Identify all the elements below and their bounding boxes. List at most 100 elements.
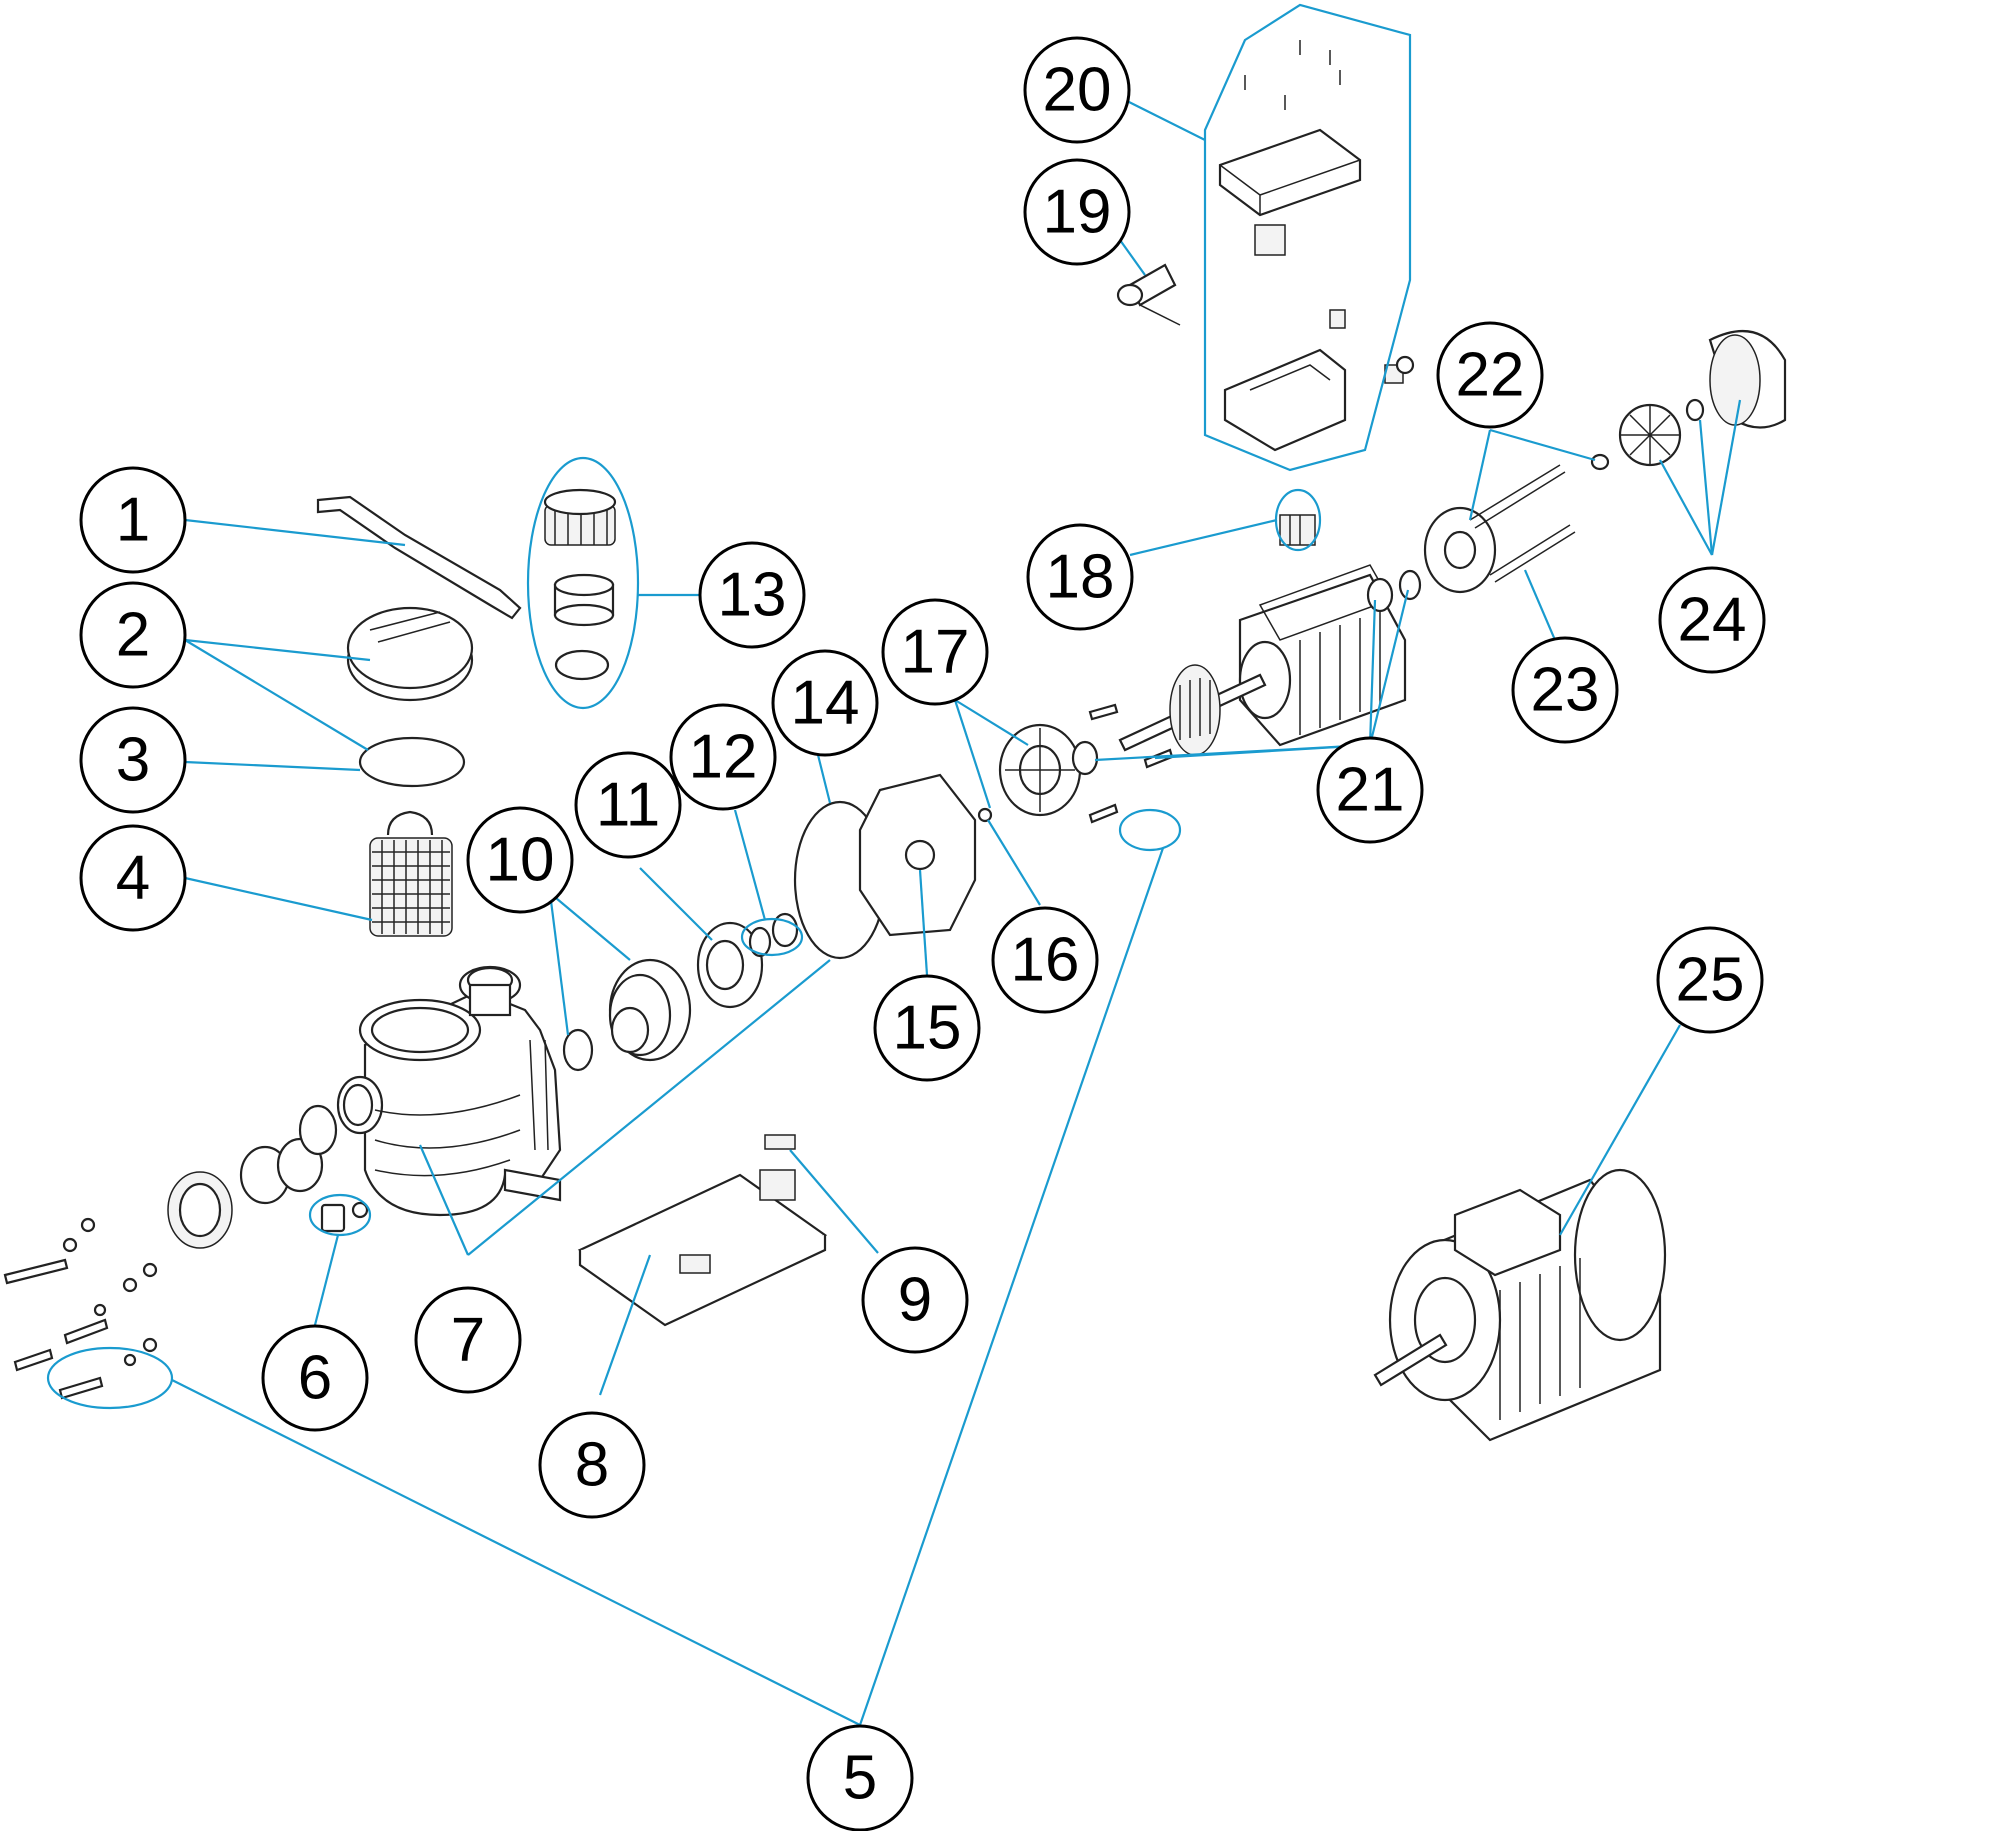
callout-number: 18	[1046, 543, 1115, 612]
callout-number: 23	[1531, 656, 1600, 725]
callout-20: 20	[1023, 36, 1131, 144]
leader-16	[987, 819, 1041, 906]
part-fan-and-cover	[1618, 330, 1787, 467]
group-outline-13	[526, 456, 640, 710]
leader-24c	[1710, 399, 1742, 556]
callout-17: 17	[881, 598, 989, 706]
callout-4: 4	[79, 824, 187, 932]
callout-14: 14	[771, 649, 879, 757]
leader-8	[598, 1254, 652, 1396]
part-seal-plate	[858, 773, 977, 937]
leader-2a	[184, 638, 371, 662]
leader-18	[1129, 518, 1278, 557]
callout-number: 14	[791, 669, 860, 738]
callout-circle	[79, 466, 187, 574]
callout-circle	[861, 1246, 969, 1354]
part-drain-plug	[320, 1201, 369, 1233]
part-motor-front-flange	[998, 723, 1082, 817]
part-union-set-lower	[167, 1104, 338, 1249]
leader-17b	[953, 699, 992, 809]
leader-10a	[549, 892, 631, 961]
callout-circle	[414, 1286, 522, 1394]
leader-23	[1523, 569, 1557, 641]
callout-2: 2	[79, 581, 187, 689]
callout-circle	[79, 706, 187, 814]
leader-3	[184, 760, 361, 772]
callout-circle	[79, 581, 187, 689]
leader-21d	[1154, 743, 1371, 760]
callout-circle	[466, 806, 574, 914]
callout-circle	[538, 1411, 646, 1519]
leader-2b	[184, 639, 369, 751]
group-outline-5-left	[46, 1346, 174, 1410]
callout-number: 21	[1336, 756, 1405, 825]
group-outline-20	[1203, 3, 1412, 472]
leader-4	[184, 876, 373, 922]
callout-7: 7	[414, 1286, 522, 1394]
callout-12: 12	[669, 703, 777, 811]
leader-7b	[467, 959, 831, 1256]
callout-23: 23	[1511, 636, 1619, 744]
leader-17	[954, 699, 1029, 746]
leader-22b	[1489, 428, 1596, 462]
callout-number: 2	[116, 601, 150, 670]
part-base	[577, 1169, 828, 1327]
part-complete-motor	[1373, 1168, 1667, 1442]
callout-16: 16	[991, 906, 1099, 1014]
callout-number: 3	[116, 726, 150, 795]
group-outline-12	[740, 917, 804, 957]
leader-19	[1119, 239, 1146, 276]
callout-number: 17	[901, 618, 970, 687]
callout-number: 22	[1456, 341, 1525, 410]
part-diffuser	[562, 958, 692, 1072]
part-lid-oring	[358, 736, 466, 788]
part-screws-nuts	[3, 1217, 158, 1400]
callout-number: 24	[1678, 586, 1747, 655]
callout-1: 1	[79, 466, 187, 574]
callout-25: 25	[1656, 926, 1764, 1034]
callout-number: 11	[596, 771, 660, 840]
group-outline-5-right	[1118, 808, 1182, 852]
leader-24a	[1659, 459, 1713, 556]
part-cable-gland	[1116, 263, 1181, 326]
parts-layer	[3, 40, 1787, 1442]
callout-circle	[1023, 158, 1131, 266]
callout-number: 6	[298, 1344, 332, 1413]
callout-21: 21	[1316, 736, 1424, 844]
callout-8: 8	[538, 1411, 646, 1519]
leader-25	[1559, 1024, 1681, 1236]
part-pump-body	[336, 965, 562, 1217]
callout-10: 10	[466, 806, 574, 914]
group-outline-6	[308, 1193, 372, 1237]
callout-number: 5	[843, 1744, 877, 1813]
callout-number: 25	[1676, 946, 1745, 1015]
callout-circle	[261, 1324, 369, 1432]
callout-circle	[991, 906, 1099, 1014]
leader-9	[789, 1149, 879, 1254]
group-outlines	[46, 3, 1412, 1410]
callout-circle	[1316, 736, 1424, 844]
part-rear-shield	[1423, 453, 1610, 594]
callout-number: 7	[451, 1306, 485, 1375]
callout-circle	[574, 751, 682, 859]
part-spacer	[764, 1134, 796, 1150]
leader-6	[313, 1234, 340, 1326]
part-tie-rods	[1469, 464, 1576, 583]
leader-5b	[858, 847, 1165, 1726]
callout-circle	[1023, 36, 1131, 144]
callout-circle	[669, 703, 777, 811]
callout-circle	[881, 598, 989, 706]
leader-1	[184, 518, 406, 547]
leader-20	[1124, 99, 1206, 141]
leader-21c	[1368, 589, 1410, 746]
callout-number: 19	[1043, 178, 1112, 247]
callout-22: 22	[1436, 321, 1544, 429]
leader-15	[918, 869, 929, 976]
callout-number: 10	[486, 826, 555, 895]
part-lid-cover	[346, 606, 474, 702]
part-washer	[977, 807, 993, 823]
callout-number: 1	[116, 486, 150, 555]
callout-circle	[1436, 321, 1544, 429]
leader-22a	[1468, 429, 1492, 521]
callout-number: 9	[898, 1266, 932, 1335]
